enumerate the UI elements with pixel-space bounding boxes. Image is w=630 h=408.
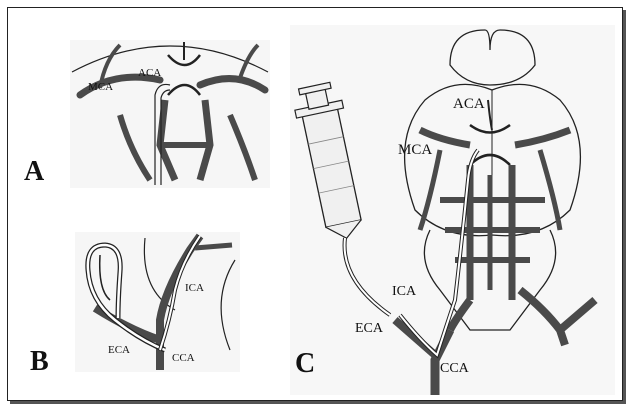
panel-c-drawing xyxy=(290,25,615,395)
panel-c-ica-label: ICA xyxy=(392,285,416,299)
panel-b-drawing xyxy=(75,232,240,372)
panel-a-mca-label: MCA xyxy=(88,82,113,93)
panel-c-letter: C xyxy=(295,350,315,378)
panel-a-aca-label: ACA xyxy=(138,68,161,79)
panel-c-mca-label: MCA xyxy=(398,143,432,158)
panel-c-aca-label: ACA xyxy=(453,97,485,112)
panel-b-eca-label: ECA xyxy=(108,345,130,356)
panel-b-letter: B xyxy=(30,348,49,376)
panel-b-side-branch xyxy=(195,245,232,248)
panel-b-ica-label: ICA xyxy=(185,283,204,294)
panel-a-drawing xyxy=(70,40,270,188)
panel-c-cca-label: CCA xyxy=(440,362,469,376)
panel-a-letter: A xyxy=(24,158,44,186)
panel-c-eca-label: ECA xyxy=(355,322,383,336)
panel-b-cca-label: CCA xyxy=(172,353,195,364)
